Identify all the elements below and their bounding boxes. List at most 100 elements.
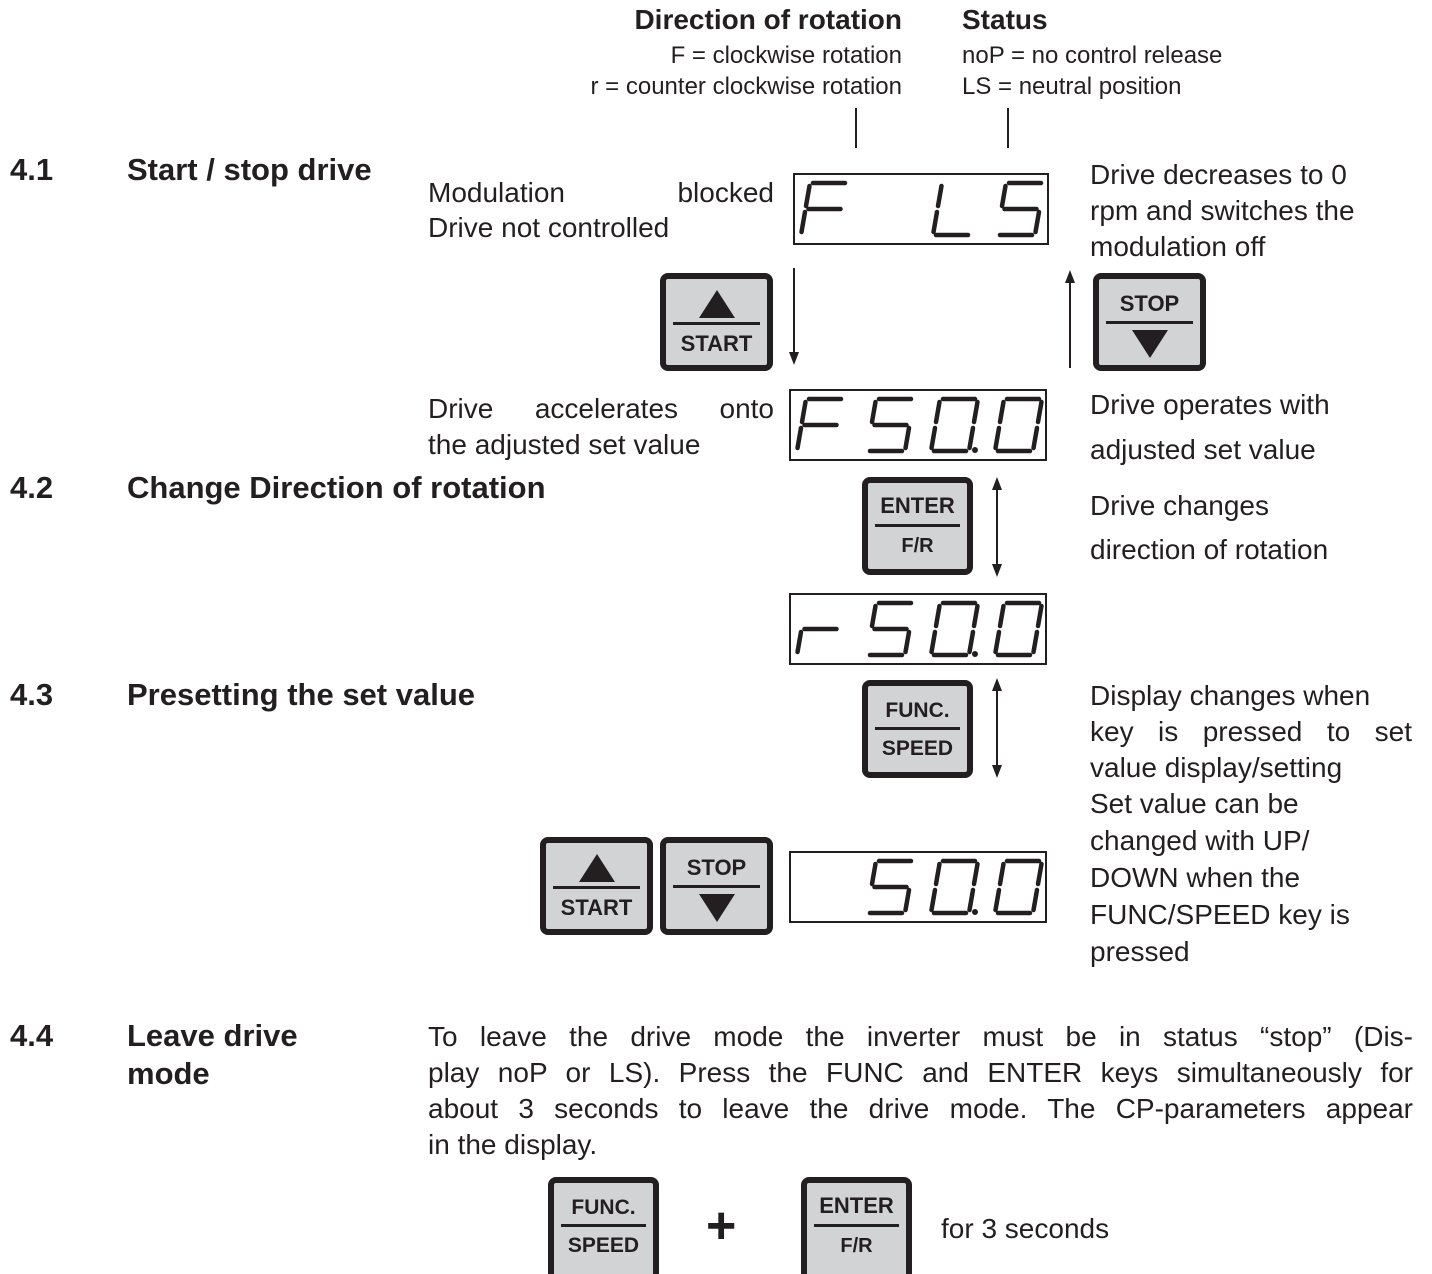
enter-fr-key[interactable]: ENTER F/R (862, 477, 973, 575)
segment-b (971, 861, 980, 887)
leave-paragraph-line2: play noP or LS). Press the FUNC and ENTE… (428, 1057, 1413, 1088)
leave-paragraph-line3: about 3 seconds to leave the drive mode.… (428, 1093, 1413, 1124)
section-number-4-4: 4.4 (10, 1018, 54, 1053)
stop-key[interactable]: STOP (1093, 273, 1206, 371)
segment-c (1031, 887, 1040, 913)
decimal-point (972, 447, 978, 453)
plus-sign: + (706, 1197, 737, 1255)
note-set-value-line3: DOWN when the (1090, 862, 1301, 893)
direction-legend-f: F = clockwise rotation (670, 42, 902, 69)
segment-c (1031, 629, 1040, 655)
arrow-up-down-icon (992, 477, 1002, 577)
note-decreases-line2: rpm and switches the (1090, 195, 1355, 226)
segment-f (935, 183, 944, 209)
note-changes-line2: direction of rotation (1090, 534, 1329, 565)
arrow-up-down-icon (992, 678, 1002, 778)
segment-c (903, 425, 912, 451)
start-key-set-value[interactable]: START (540, 837, 653, 935)
down-triangle-icon (1132, 330, 1168, 358)
fr-key-label: F/R (901, 535, 934, 557)
segment-f (997, 399, 1006, 425)
start-key[interactable]: START (660, 273, 773, 371)
note-set-value-line2: changed with UP/ (1090, 825, 1310, 856)
up-triangle-icon (579, 854, 615, 882)
segment-e (929, 629, 938, 655)
decimal-point (972, 909, 978, 915)
note-changes-line1: Drive changes (1090, 490, 1269, 521)
section-number-4-1: 4.1 (10, 152, 54, 187)
fr-key-label: F/R (840, 1235, 873, 1257)
segment-f (933, 861, 942, 887)
note-set-value-line1: Set value can be (1090, 788, 1299, 819)
speed-key-label: SPEED (881, 737, 954, 760)
segment-f (869, 603, 878, 629)
note-operates-line1: Drive operates with (1090, 389, 1330, 420)
note-drive-not-controlled: Drive not controlled (428, 212, 670, 243)
down-triangle-icon (699, 894, 735, 922)
status-legend-nop: noP = no control release (962, 42, 1223, 69)
segment-f (997, 861, 1006, 887)
segment-e (929, 425, 938, 451)
segment-e (795, 425, 804, 451)
direction-pointer-line (855, 108, 857, 148)
display-f-500 (789, 389, 1047, 461)
segment-b (971, 399, 980, 425)
func-speed-key-leave[interactable]: FUNC. SPEED (548, 1177, 659, 1274)
segment-e (799, 209, 808, 235)
key-divider (875, 524, 960, 527)
speed-key-label: SPEED (567, 1234, 640, 1257)
segment-f (933, 603, 942, 629)
stop-key-label: STOP (686, 855, 747, 880)
note-display-changes-line3: value display/setting (1090, 752, 1343, 783)
start-key-label: START (560, 895, 633, 920)
section-number-4-3: 4.3 (10, 677, 54, 712)
key-divider (1106, 321, 1193, 324)
note-display-changes-line2: key is pressed to set (1090, 716, 1412, 747)
arrow-down-icon (789, 268, 799, 365)
segment-b (971, 603, 980, 629)
direction-legend-r: r = counter clockwise rotation (590, 73, 902, 100)
segment-c (967, 887, 976, 913)
note-set-value-line4: FUNC/SPEED key is (1090, 899, 1350, 930)
segment-c (967, 425, 976, 451)
segment-e (931, 209, 940, 235)
note-modulation-word: Modulation (428, 177, 565, 208)
decimal-point (972, 651, 978, 657)
leave-paragraph-line1: To leave the drive mode the inverter mus… (428, 1021, 1413, 1052)
status-legend-ls: LS = neutral position (962, 73, 1182, 100)
segment-f (999, 183, 1008, 209)
enter-fr-key-leave[interactable]: ENTER F/R (801, 1177, 912, 1274)
section-number-4-2: 4.2 (10, 470, 54, 505)
note-decreases-line1: Drive decreases to 0 (1090, 159, 1347, 190)
note-display-changes-line1: Display changes when (1090, 680, 1371, 711)
up-triangle-icon (699, 290, 735, 318)
note-accelerates-line2: the adjusted set value (428, 429, 701, 460)
display-f-ls (793, 173, 1049, 245)
section-title-leave-line1: Leave drive (127, 1018, 298, 1053)
func-speed-key[interactable]: FUNC. SPEED (862, 680, 973, 778)
segment-f (997, 603, 1006, 629)
segment-f (869, 861, 878, 887)
arrow-up-icon (1065, 270, 1075, 368)
segment-f (869, 399, 878, 425)
display-r-500 (789, 593, 1047, 665)
section-title-direction: Change Direction of rotation (127, 470, 546, 505)
segment-b (1035, 861, 1044, 887)
note-set-value-line5: pressed (1090, 936, 1190, 967)
stop-key-label: STOP (1119, 291, 1180, 316)
display-set-value-500 (789, 851, 1047, 923)
stop-key-set-value[interactable]: STOP (660, 837, 773, 935)
direction-legend-title: Direction of rotation (634, 4, 902, 35)
key-divider (673, 885, 760, 888)
note-accelerates-line1: Drive accelerates onto (428, 393, 774, 424)
func-key-label: FUNC. (571, 1196, 636, 1219)
key-divider (673, 322, 760, 325)
note-blocked-word: blocked (677, 177, 774, 208)
segment-b (1035, 399, 1044, 425)
segment-f (933, 399, 942, 425)
status-pointer-line (1007, 108, 1009, 148)
segment-c (967, 629, 976, 655)
key-divider (553, 886, 640, 889)
segment-e (993, 887, 1002, 913)
segment-f (803, 183, 812, 209)
